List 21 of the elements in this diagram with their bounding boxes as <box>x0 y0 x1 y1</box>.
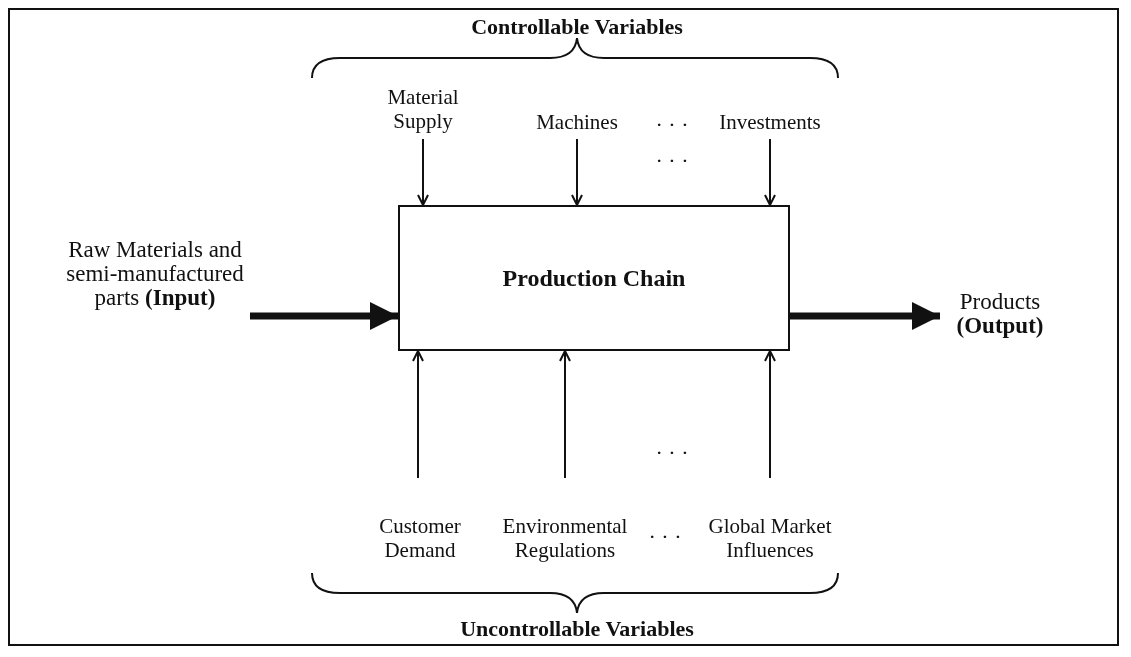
node-label: Raw Materials and semi-manufactured parts (Input) <box>60 238 250 378</box>
group-heading: Uncontrollable Variables <box>460 616 694 642</box>
ellipsis: · · · <box>655 148 689 174</box>
ellipsis: · · · <box>655 440 689 466</box>
node-label: Investments <box>712 110 828 139</box>
node-label: Machines <box>527 110 627 139</box>
arrow <box>764 350 776 479</box>
node-label: Material Supply <box>363 85 483 139</box>
arrow <box>412 350 424 479</box>
arrow <box>571 138 583 206</box>
arrow <box>559 350 571 479</box>
ellipsis: · · · <box>648 524 682 550</box>
ellipsis: · · · <box>655 112 689 138</box>
node-label: Environmental Regulations <box>492 478 638 564</box>
arrow <box>764 138 776 206</box>
node-label: Customer Demand <box>370 478 470 564</box>
process-box: Production Chain <box>398 205 790 351</box>
node-label: Products (Output) <box>940 290 1060 340</box>
group-heading: Controllable Variables <box>471 14 683 40</box>
node-label: Global Market Influences <box>692 478 848 564</box>
arrow <box>417 138 429 206</box>
